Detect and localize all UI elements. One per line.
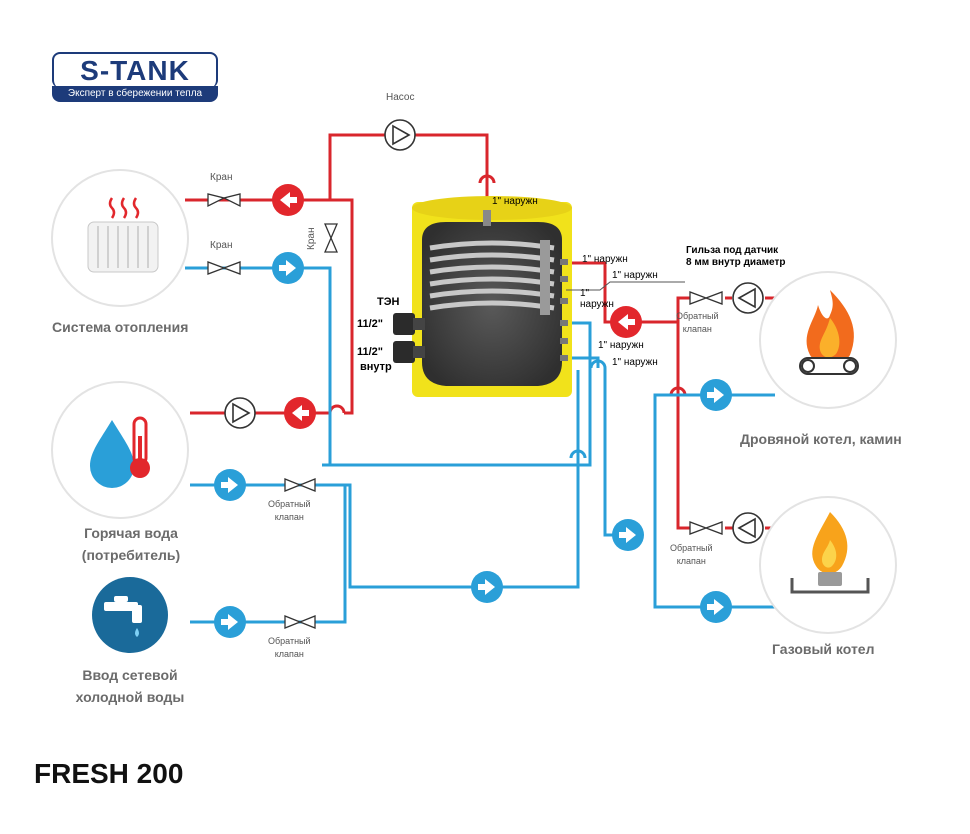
check-valve-line1: Обратный — [268, 499, 311, 509]
faucet-icon — [104, 596, 142, 637]
radiator-icon — [87, 197, 159, 273]
check-valve-line2: клапан — [676, 556, 706, 566]
sensor-line2: 8 мм внутр диаметр — [686, 257, 786, 268]
water-drop-thermometer-icon — [90, 416, 150, 488]
check-valve-line2: клапан — [682, 324, 712, 334]
storage-tank — [393, 196, 572, 397]
conn-label-r3: 1" наружн — [580, 288, 614, 310]
check-valve-line2: клапан — [274, 649, 304, 659]
conn-label-r3-type: наружн — [580, 299, 614, 310]
system-heating-label: Система отопления — [52, 319, 189, 335]
system-hotwater-circle — [51, 381, 189, 519]
system-gas-circle — [759, 496, 897, 634]
sensor-line1: Гильза под датчик — [686, 245, 779, 256]
valve-label-return: Кран — [210, 240, 233, 251]
flow-arrow-icon — [214, 184, 732, 638]
check-valve-label-coldwater: Обратный клапан — [268, 635, 311, 661]
check-valve-line1: Обратный — [670, 543, 713, 553]
valve-label-bypass: Кран — [306, 227, 317, 250]
conn-label-r2: 1" наружн — [612, 270, 658, 281]
check-valve-label-gas: Обратный клапан — [670, 542, 713, 568]
sensor-sleeve-label: Гильза под датчик 8 мм внутр диаметр — [686, 245, 785, 269]
system-coldwater-circle — [92, 577, 168, 653]
brand-name: S-TANK — [52, 52, 218, 88]
system-hotwater-label: Горячая вода (потребитель) — [66, 522, 196, 566]
conn-label-r3-size: 1" — [580, 288, 590, 299]
system-gas-label: Газовый котел — [772, 641, 875, 657]
system-heating-circle — [51, 169, 189, 307]
system-hotwater-line1: Горячая вода — [84, 525, 178, 541]
conn-label-r1: 1" наружн — [582, 254, 628, 265]
system-coldwater-label: Ввод сетевой холодной воды — [62, 664, 198, 708]
heater-label: ТЭН — [377, 296, 400, 308]
conn-label-top: 1" наружн — [492, 196, 538, 207]
pump-label: Насос — [386, 92, 415, 103]
brand-logo: S-TANK Эксперт в сбережении тепла — [52, 52, 218, 102]
heater-size-2: 11/2" — [357, 346, 384, 358]
brand-tagline: Эксперт в сбережении тепла — [52, 86, 218, 102]
heater-inner-label: внутр — [360, 361, 392, 373]
model-title: FRESH 200 — [34, 758, 184, 789]
conn-label-r5: 1" наружн — [612, 357, 658, 368]
pump-icon — [224, 119, 764, 544]
system-hotwater-line2: (потребитель) — [81, 547, 181, 563]
gas-burner-icon — [790, 512, 870, 594]
heater-element — [393, 313, 425, 363]
check-valve-line1: Обратный — [268, 636, 311, 646]
check-valve-label-hotwater: Обратный клапан — [268, 498, 311, 524]
system-wood-label: Дровяной котел, камин — [740, 431, 902, 447]
valve-label-top: Кран — [210, 172, 233, 183]
heater-size-1: 11/2" — [357, 318, 384, 330]
system-coldwater-line1: Ввод сетевой — [82, 667, 178, 683]
hot-pipes — [185, 133, 775, 530]
conn-label-r4: 1" наружн — [598, 340, 644, 351]
valve-icon — [207, 193, 723, 629]
system-coldwater-line2: холодной воды — [75, 689, 185, 705]
check-valve-line2: клапан — [274, 512, 304, 522]
check-valve-line1: Обратный — [676, 311, 719, 321]
check-valve-label-wood: Обратный клапан — [676, 310, 719, 336]
fire-logs-icon — [799, 290, 859, 375]
system-wood-circle — [759, 271, 897, 409]
